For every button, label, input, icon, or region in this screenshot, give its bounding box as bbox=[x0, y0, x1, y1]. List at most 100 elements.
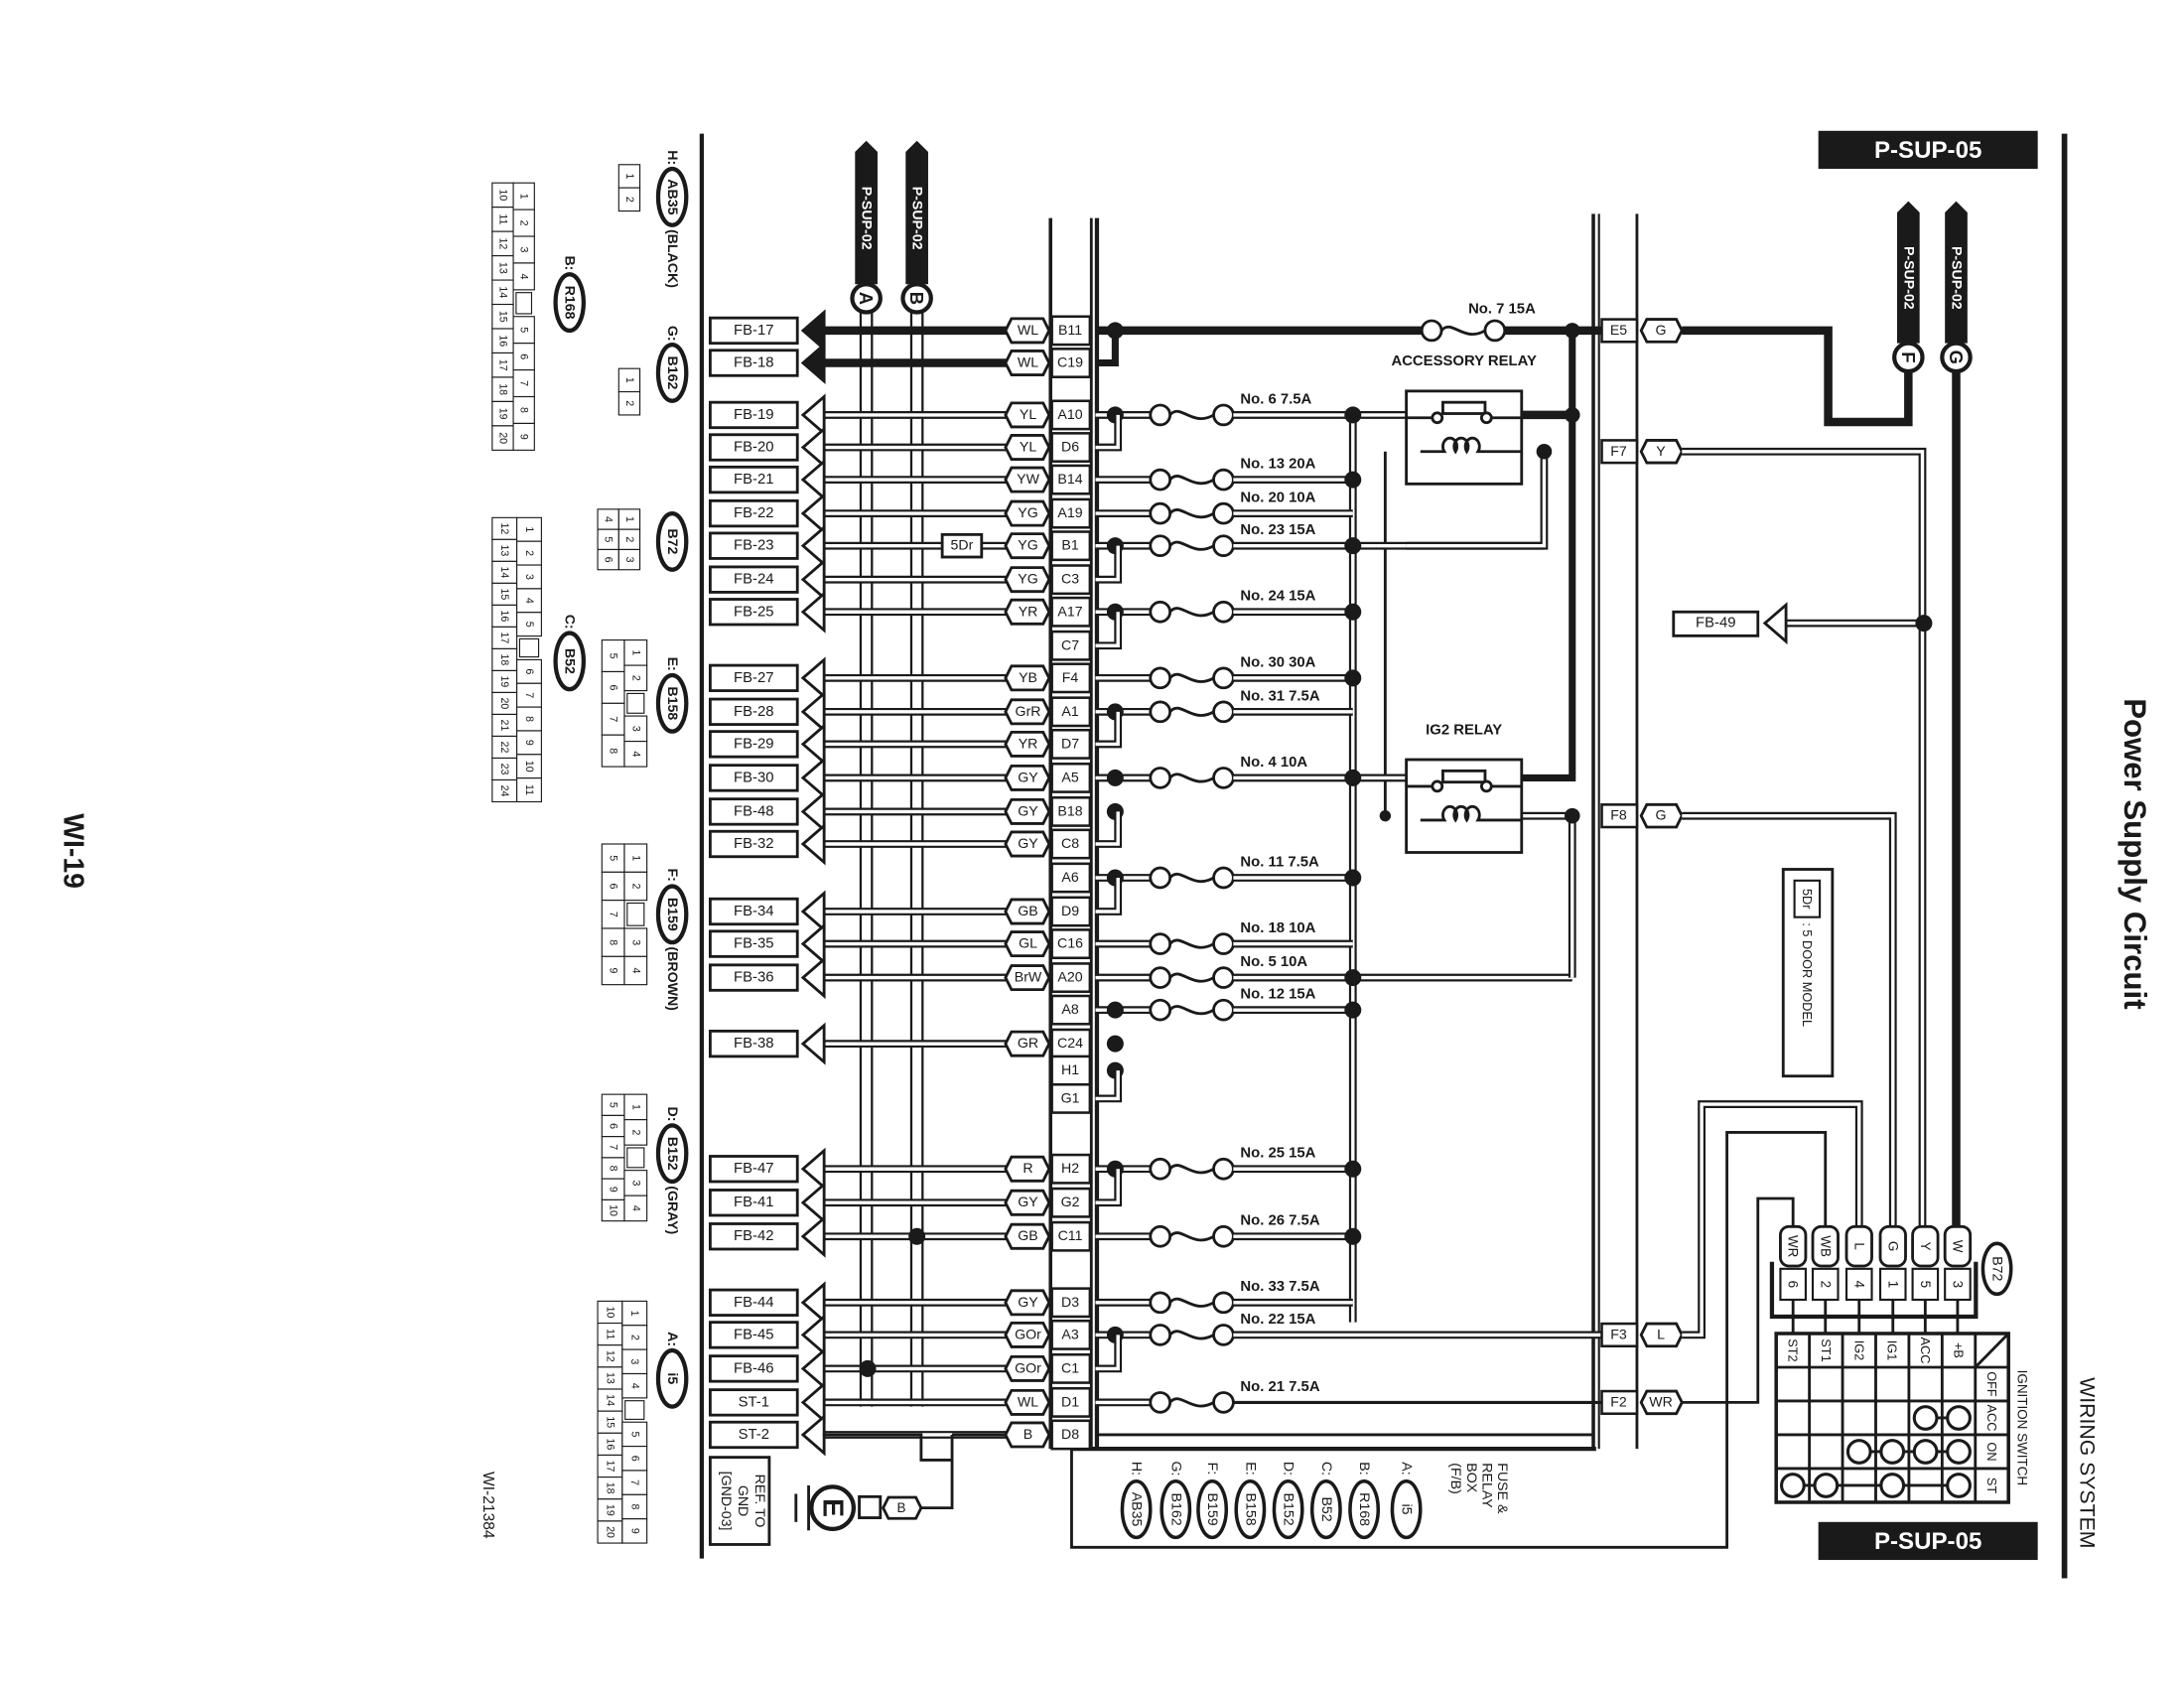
connector-pin-number: 5 bbox=[608, 653, 619, 659]
connector-ref-box bbox=[708, 1388, 799, 1417]
fuse-box-title: BOX bbox=[1463, 1463, 1479, 1492]
connector-pin-number: 1 bbox=[623, 377, 635, 383]
connector-id: AB35 bbox=[1129, 1492, 1145, 1527]
junction-dot bbox=[1344, 471, 1362, 489]
connector-pin-number: 6 bbox=[608, 684, 619, 690]
connector-pin-number: 12 bbox=[496, 237, 508, 249]
connector-ref-box bbox=[708, 730, 799, 759]
junction-dot bbox=[1344, 406, 1362, 424]
arrow-icon bbox=[800, 1214, 826, 1258]
table-diagonal bbox=[1974, 1332, 2010, 1368]
connector-id-ellipse bbox=[655, 1123, 689, 1185]
connector-id: R168 bbox=[562, 286, 578, 320]
connector-ref-label: FB-19 bbox=[734, 407, 773, 423]
wire-color: YR bbox=[1019, 736, 1038, 752]
wire-Y-core bbox=[1682, 450, 1925, 1232]
fb-pin: G2 bbox=[1061, 1195, 1080, 1210]
connector-ref-box bbox=[708, 433, 799, 462]
wire-Y bbox=[1682, 447, 1927, 1232]
fuse-terminal bbox=[1149, 1391, 1172, 1414]
connector-cavity bbox=[621, 1421, 648, 1448]
wire-color: BrW bbox=[1015, 970, 1042, 986]
connector-letter: C: bbox=[562, 615, 578, 630]
connector-pin-number: 5 bbox=[628, 1431, 640, 1437]
connector-pin-number: 9 bbox=[523, 740, 535, 746]
connector-id-ellipse bbox=[1348, 1478, 1381, 1540]
connector-pin-number: 6 bbox=[628, 1456, 640, 1462]
connector-ref-box bbox=[708, 316, 799, 346]
jumper-wire-core bbox=[1095, 877, 1120, 914]
offpage-connector-circle[interactable] bbox=[850, 282, 883, 315]
connector-pin-number: 9 bbox=[518, 434, 530, 440]
fuse-terminal bbox=[1212, 767, 1235, 789]
offpage-connector-circle[interactable] bbox=[900, 282, 933, 315]
fb-pin: C11 bbox=[1058, 1228, 1083, 1244]
connector-cavity bbox=[617, 187, 641, 212]
connector-ref-box bbox=[708, 400, 799, 430]
page-title: Power Supply Circuit bbox=[2117, 698, 2152, 1009]
connector-letter: H: bbox=[1129, 1462, 1145, 1476]
junction-dot bbox=[1344, 1160, 1362, 1178]
wire-color: R bbox=[1023, 1161, 1032, 1177]
wire-color: GL bbox=[1019, 936, 1037, 952]
arrow-icon bbox=[800, 1181, 826, 1224]
b72-connector-housing bbox=[1769, 1261, 1979, 1320]
wire-color-tag bbox=[1004, 1222, 1051, 1250]
fb-pin-box bbox=[1050, 1153, 1092, 1185]
connector-pin-number: 17 bbox=[496, 359, 508, 371]
fb-pin-box bbox=[1050, 1319, 1092, 1350]
connector-pin-number: 2 bbox=[518, 220, 530, 226]
wire-color: GB bbox=[1018, 1228, 1037, 1244]
connector-key bbox=[626, 902, 645, 926]
fb-pin-box bbox=[1050, 762, 1092, 793]
connector-pin-number: 8 bbox=[628, 1504, 640, 1510]
connector-pin-number: 11 bbox=[496, 213, 508, 224]
continuity-mark-icon bbox=[1946, 1473, 1972, 1498]
connector-pin-number: 4 bbox=[518, 273, 530, 279]
fb-pin-box bbox=[1600, 803, 1639, 829]
connector-pin-number: 1 bbox=[629, 1104, 641, 1110]
fuse-label: No. 30 30A bbox=[1240, 654, 1315, 670]
connector-id: AB35 bbox=[664, 179, 680, 214]
fb-pin: F2 bbox=[1610, 1394, 1627, 1410]
connector-pin-number: 15 bbox=[496, 311, 508, 323]
wire-color: G bbox=[1885, 1241, 1900, 1251]
wire-color-tag bbox=[1004, 1388, 1051, 1416]
wire-color-tag bbox=[1004, 730, 1051, 758]
wire-color-tag bbox=[1004, 964, 1051, 992]
offpage-ref: P-SUP-02 bbox=[1900, 246, 1916, 310]
offpage-letter: B bbox=[906, 292, 927, 305]
fb-pin-box bbox=[1600, 1389, 1639, 1416]
page-code-badge-bottom bbox=[1818, 1521, 2038, 1561]
fb-pin-box bbox=[1050, 928, 1092, 960]
fb-pin-box bbox=[1050, 464, 1092, 495]
connector-pin-number: 16 bbox=[498, 610, 510, 622]
switch-terminal: ST1 bbox=[1819, 1338, 1834, 1361]
connector-pin-number: 1 bbox=[628, 1311, 640, 1317]
connector-cavity bbox=[516, 777, 542, 803]
connector-pin-number: 4 bbox=[629, 751, 641, 757]
connector-pin-number: 17 bbox=[498, 633, 510, 644]
fuse-terminal bbox=[1149, 1324, 1172, 1346]
connector-id-ellipse bbox=[553, 631, 587, 692]
wire-color-tag bbox=[1004, 1030, 1051, 1057]
connector-ref-box bbox=[708, 829, 799, 859]
connector-letter: B: bbox=[562, 255, 578, 270]
wire-color-tag bbox=[1639, 318, 1684, 344]
fuse-box-title: RELAY bbox=[1478, 1463, 1494, 1508]
wire-color-tag bbox=[1004, 566, 1051, 594]
wire-color-tag bbox=[1004, 466, 1051, 493]
fb-pin-box bbox=[1050, 399, 1092, 431]
wire-color: YG bbox=[1018, 538, 1037, 554]
jumper-wire-core bbox=[1095, 414, 1120, 450]
connector-letter: A: bbox=[664, 1332, 680, 1346]
connector-ref-label: FB-35 bbox=[734, 936, 773, 952]
connector-id-ellipse bbox=[1234, 1478, 1267, 1540]
fuse-terminal bbox=[1149, 700, 1172, 724]
connector-ref-label: FB-23 bbox=[734, 538, 773, 554]
continuity-mark-icon bbox=[1879, 1439, 1906, 1465]
junction-dot bbox=[1564, 407, 1580, 423]
connector-id-ellipse bbox=[655, 166, 689, 227]
connector-pin-number: 19 bbox=[496, 408, 508, 420]
